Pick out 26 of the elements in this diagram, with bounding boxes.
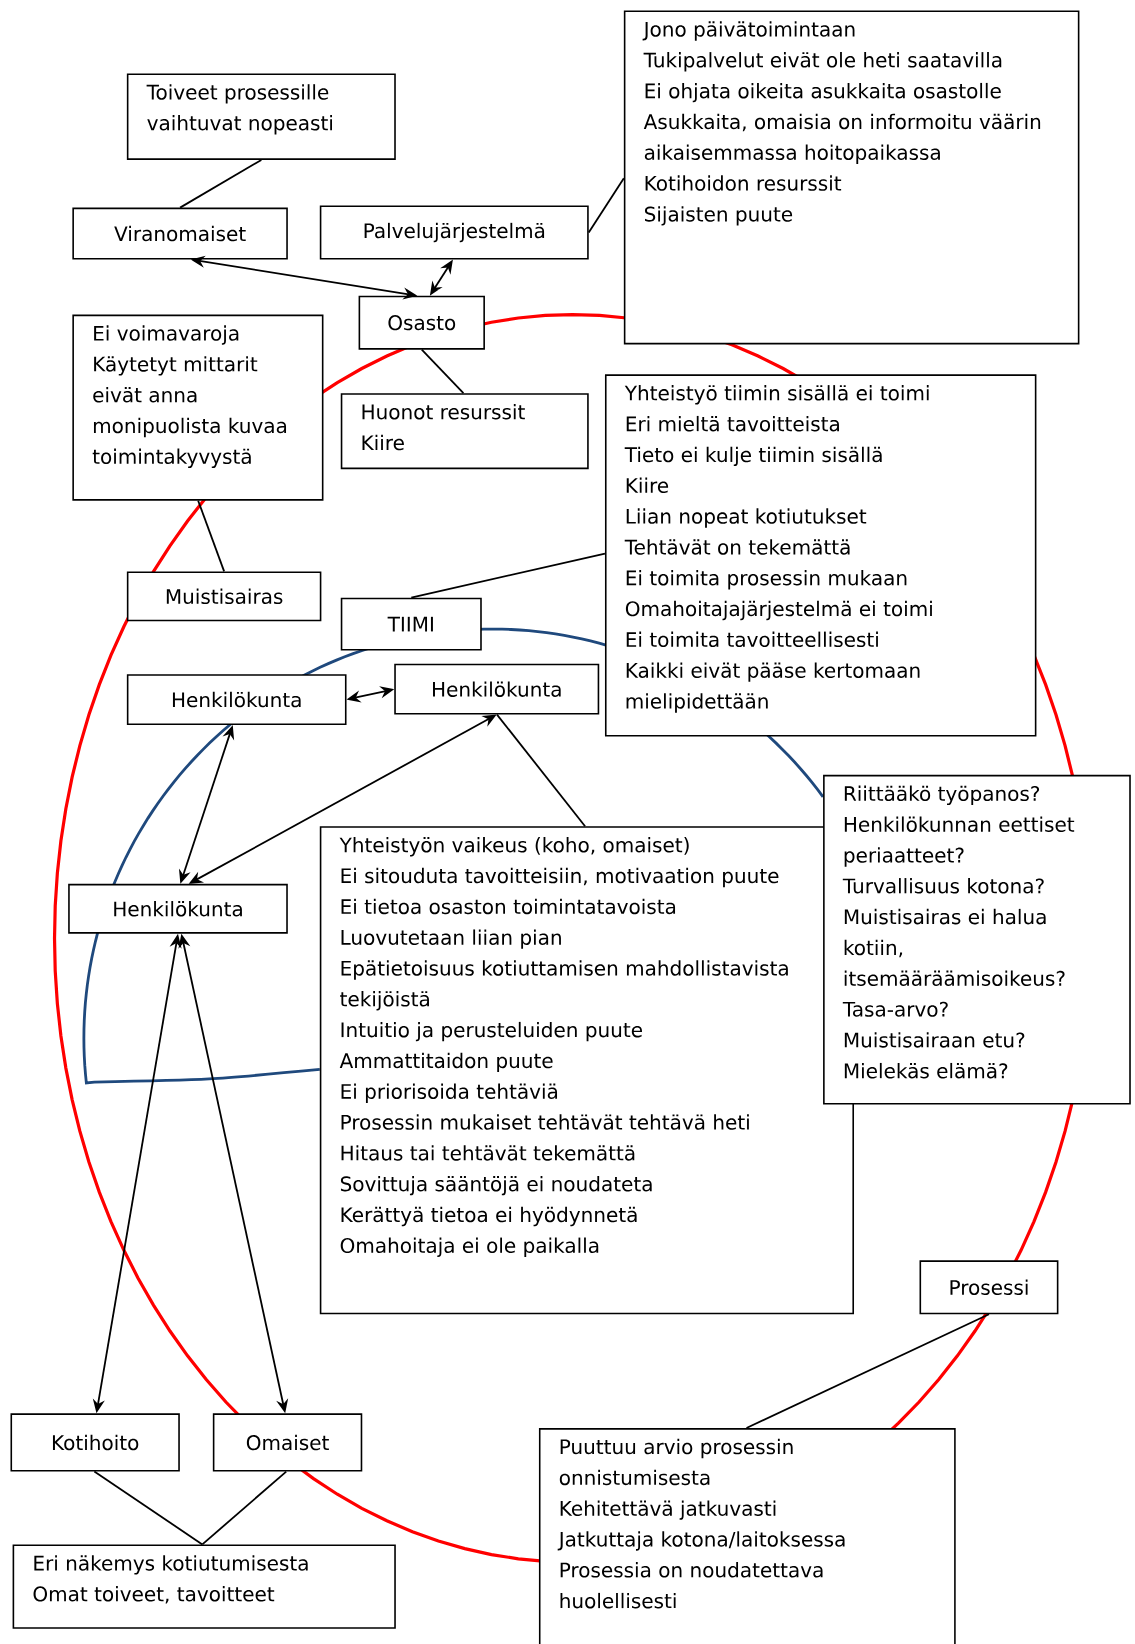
connector-line [587,177,625,234]
text-box: Palvelujärjestelmä [319,205,589,260]
text-box: Henkilökunta [67,883,288,934]
connector-line [93,1470,203,1546]
text-box: Omaiset [212,1413,363,1472]
text-box: TIIMI [340,597,482,651]
text-box: Toiveet prosessille vaihtuvat nopeasti [126,73,396,160]
connector-line [178,159,262,209]
text-box: Jono päivätoimintaan Tukipalvelut eivät ole heti saatavilla Ei ohjata oikeita asukkaita osastolle Asukkaita, omaisia on informoitu väärin aikaisemmassa hoitopaikassa Kotihoidon resurssit Sijaisten puute [623,10,1080,345]
text-box: Riittääkö työpanos? Henkilökunnan eettiset periaatteet? Turvallisuus kotona? Muistisairas ei halua kotiin, itsemääräämisoikeus? Tasa-arvo? Muistisairaan etu? Mielekäs elämä? [822,774,1131,1105]
text-box: Viranomaiset [72,207,288,260]
text-box: Eri näkemys kotiutumisesta Omat toiveet, tavoitteet [12,1544,396,1629]
text-box: Henkilökunta [126,674,347,726]
text-box: Puuttuu arvio prosessin onnistumisesta Kehitettävä jatkuvasti Jatkuttaja kotona/laitoksessa Prosessia on noudatettava huolellisesti [538,1428,956,1644]
connector-line [495,713,586,828]
text-box: Kotihoito [10,1413,180,1472]
text-box: Ei voimavaroja Käytetyt mittarit eivät anna monipuolista kuvaa toimintakyvystä [72,314,324,501]
text-box: Prosessi [919,1260,1059,1315]
connector-line [201,1470,287,1546]
text-box: Osasto [358,295,485,350]
connector-line [420,348,465,395]
text-box: Yhteistyö tiimin sisällä ei toimi Eri mieltä tavoitteista Tieto ei kulje tiimin sisällä Kiire Liian nopeat kotiutukset Tehtävät on tekemättä Ei toimita prosessin mukaan Omahoitajajärjestelmä ei toimi Ei toimita tavoitteellisesti Kaikki eivät pääse kertomaan mielipidettään [604,374,1037,737]
text-box: Muistisairas [126,571,322,622]
text-box: Henkilökunta [394,663,599,715]
connector-line [410,552,606,599]
text-box: Huonot resurssit Kiire [340,393,589,470]
